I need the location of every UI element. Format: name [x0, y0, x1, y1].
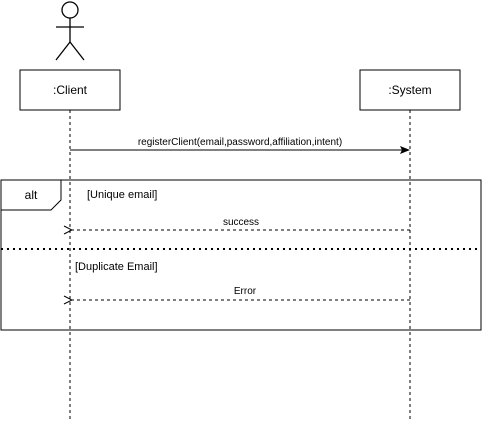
- client-participant-box[interactable]: :Client: [19, 69, 121, 111]
- alt-fragment: alt [Unique email] [Duplicate Email]: [0, 179, 482, 331]
- register-client-message[interactable]: registerClient(email,password,affiliatio…: [70, 137, 410, 154]
- actor-figure-icon: [55, 1, 85, 61]
- register-client-label: registerClient(email,password,affiliatio…: [138, 137, 342, 148]
- success-label: success: [223, 217, 259, 228]
- error-label: Error: [234, 286, 257, 297]
- client-participant-label: :Client: [53, 83, 88, 97]
- system-participant-label: :System: [388, 83, 431, 97]
- system-participant-box[interactable]: :System: [359, 69, 461, 111]
- alt-operator-tab: [0, 179, 62, 211]
- error-reply-message[interactable]: Error: [72, 286, 410, 300]
- alt-operator-label: alt: [25, 188, 38, 202]
- duplicate-email-guard: [Duplicate Email]: [75, 261, 158, 273]
- success-reply-message[interactable]: success: [72, 217, 410, 230]
- unique-email-guard: [Unique email]: [87, 189, 157, 201]
